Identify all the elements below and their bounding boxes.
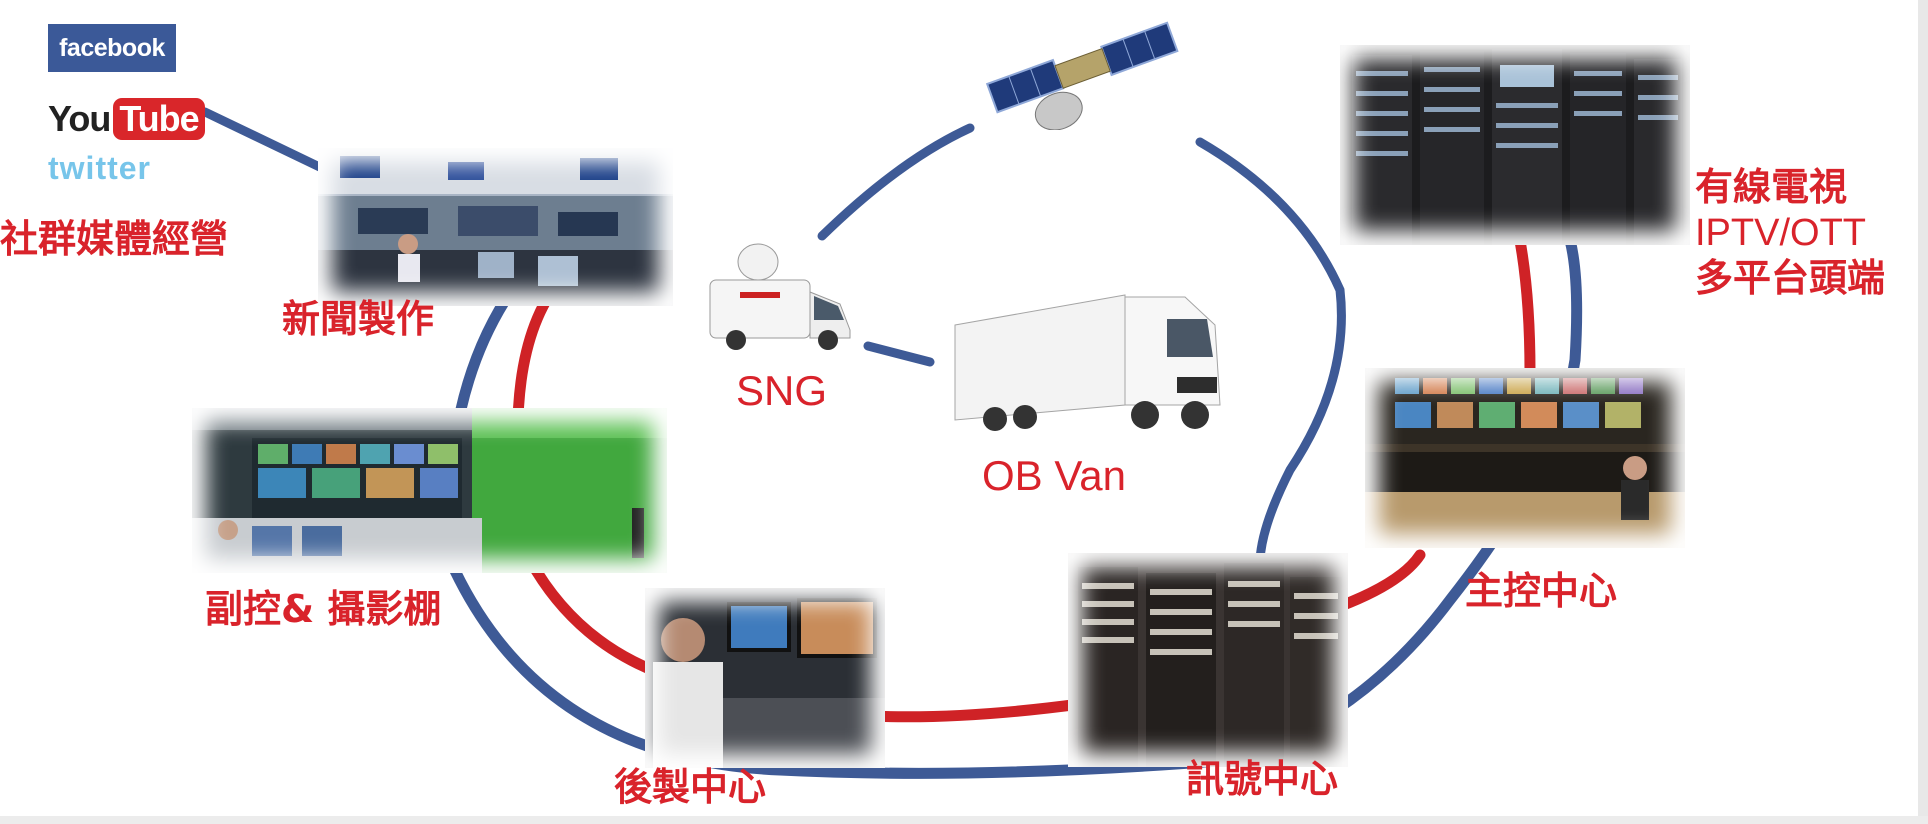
label-headend-line1: 有線電視	[1695, 165, 1848, 209]
label-subcontrol-studio: 副控& 攝影棚	[205, 590, 441, 628]
label-headend: 有線電視 IPTV/OTT 多平台頭端	[1695, 165, 1885, 302]
label-social-media-text: 社群媒體經營	[0, 217, 229, 261]
newsroom-photo	[318, 148, 673, 306]
bottom-edge-strip	[0, 816, 1928, 824]
label-ob-van: OB Van	[982, 455, 1126, 497]
link-satellite-signal	[1195, 137, 1346, 565]
label-sng: SNG	[736, 370, 827, 412]
link-sng-obvan	[863, 341, 935, 367]
label-headend-line3: 多平台頭端	[1695, 256, 1886, 301]
twitter-logo-text: twitter	[48, 150, 151, 186]
facebook-logo-text: facebook	[59, 33, 165, 62]
signal-center-photo	[1068, 553, 1348, 767]
headend-racks-photo	[1340, 45, 1690, 245]
master-control-photo	[1365, 368, 1685, 548]
subcontrol-studio-photo	[192, 408, 667, 573]
label-headend-line2: IPTV/OTT	[1695, 211, 1866, 254]
label-social-media: 社群媒體經營	[0, 220, 228, 258]
label-post-production: 後製中心	[614, 768, 766, 806]
youtube-logo-you: You	[48, 98, 111, 139]
label-post-production-text: 後製中心	[614, 765, 767, 809]
link-social-news	[200, 107, 335, 177]
facebook-logo: facebook	[48, 24, 176, 72]
label-sng-text: SNG	[736, 367, 828, 414]
label-signal-center: 訊號中心	[1186, 760, 1338, 798]
label-subcontrol-studio-text: 副控& 攝影棚	[205, 587, 442, 631]
label-ob-van-text: OB Van	[982, 452, 1126, 499]
label-master-control: 主控中心	[1465, 572, 1617, 610]
link-sng-satellite	[817, 123, 975, 241]
label-master-control-text: 主控中心	[1465, 569, 1618, 613]
ob-van-truck-icon	[954, 294, 1221, 431]
link-red-master-headend	[1512, 224, 1536, 378]
label-signal-center-text: 訊號中心	[1186, 757, 1339, 801]
right-edge-strip	[1918, 0, 1928, 824]
label-news-production-text: 新聞製作	[282, 297, 435, 341]
label-news-production: 新聞製作	[282, 300, 434, 338]
link-red-post-signal	[864, 698, 1086, 723]
satellite-icon	[985, 21, 1179, 130]
youtube-logo-tube: Tube	[113, 98, 205, 140]
post-production-photo	[645, 588, 885, 768]
twitter-logo: twitter	[48, 150, 151, 187]
sng-van-icon	[709, 243, 851, 350]
